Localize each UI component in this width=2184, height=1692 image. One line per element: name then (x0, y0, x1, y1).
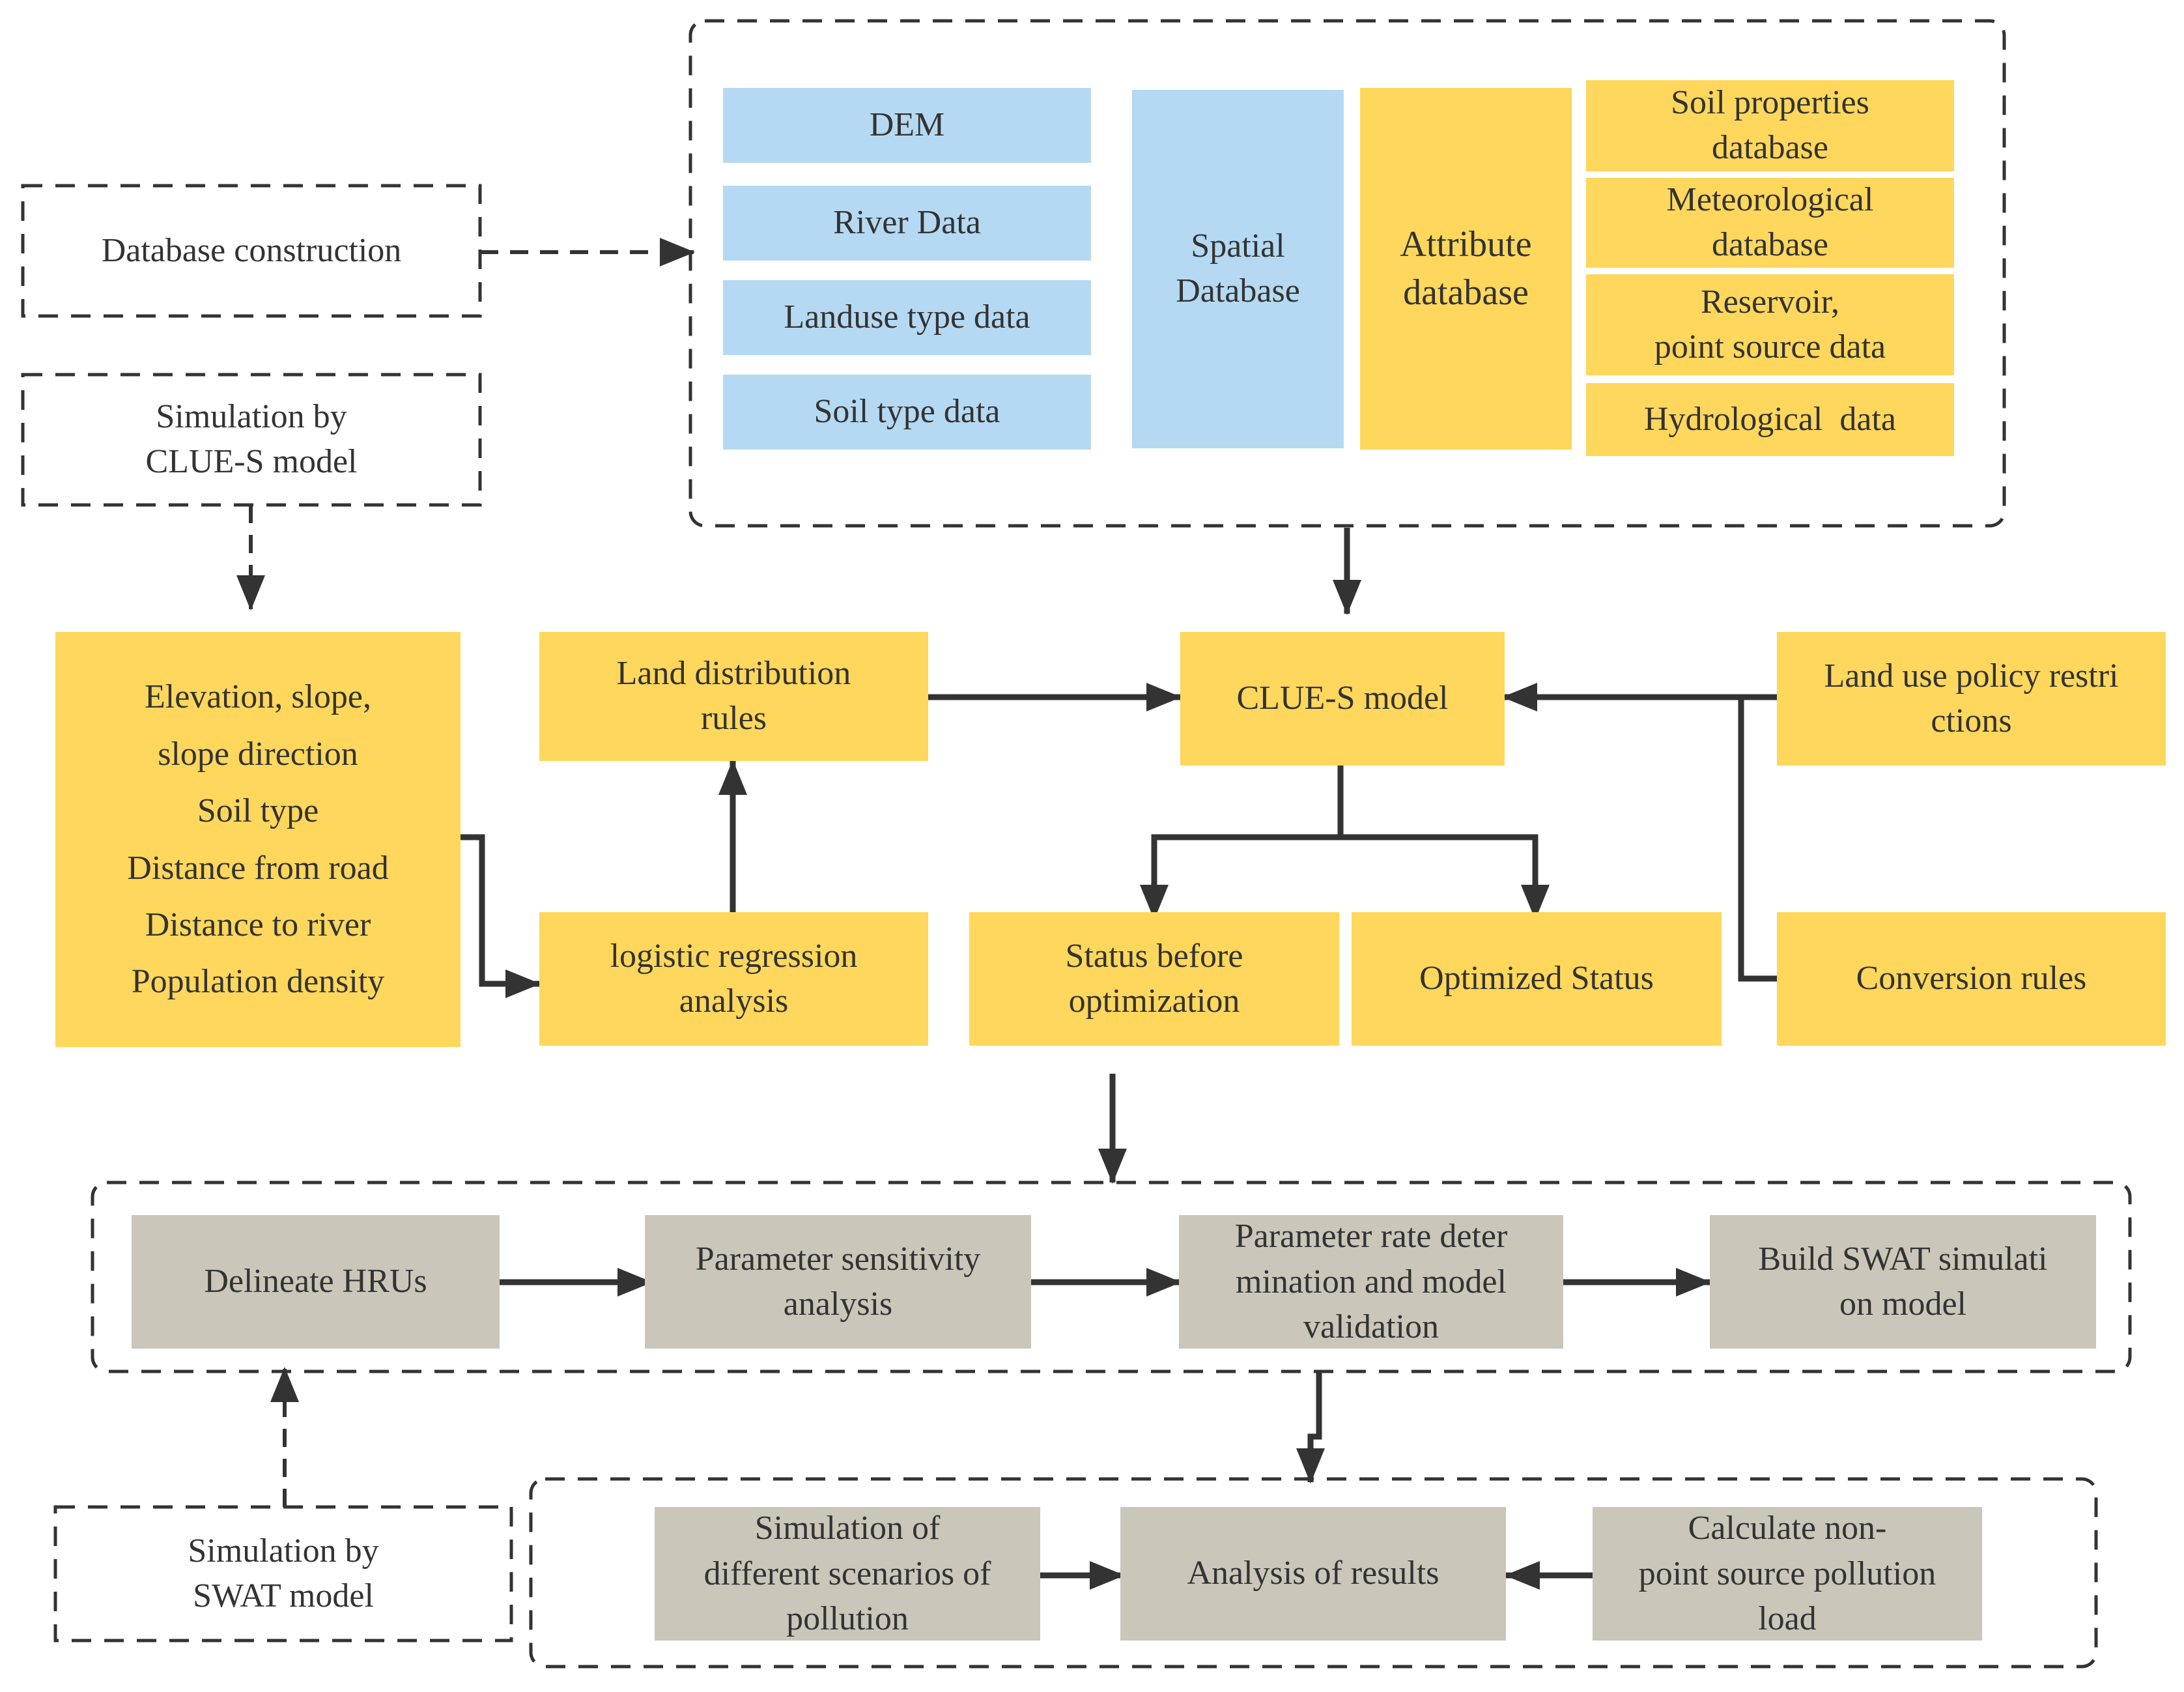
build-swat-line-1: Build SWAT simulati (1758, 1240, 2048, 1278)
dem-label: DEM (869, 106, 945, 144)
arrow-driving-factors-to-logistic (461, 834, 541, 998)
land-distribution-rules-box: Land distribution rules (539, 632, 928, 761)
simulation-scenarios-line-2: different scenarios of (703, 1555, 991, 1592)
clue-s-model-box: CLUE-S model (1180, 632, 1505, 766)
spatial-database-line-2: Database (1176, 272, 1300, 309)
database-group-frame (688, 19, 2006, 528)
analysis-of-results-box: Analysis of results (1120, 1507, 1506, 1641)
soil-properties-line-2: database (1711, 129, 1828, 166)
simulation-clue-line-1: Simulation by (156, 398, 347, 436)
simulation-swat-line-1: Simulation by (188, 1532, 379, 1570)
soil-properties-line-1: Soil properties (1671, 84, 1869, 122)
status-before-optimization-box: Status before optimization (969, 912, 1339, 1046)
calculate-load-box: Calculate non- point source pollution lo… (1593, 1507, 1982, 1641)
meteorological-line-1: Meteorological (1666, 181, 1874, 219)
landuse-type-data-label: Landuse type data (784, 298, 1030, 336)
optimized-status-label: Optimized Status (1419, 960, 1654, 997)
spatial-database-line-1: Spatial (1191, 227, 1285, 265)
soil-type-data-label: Soil type data (814, 393, 1000, 431)
line-conversion-rules-to-clue-s (1738, 697, 1777, 982)
simulation-swat-line-2: SWAT model (193, 1577, 374, 1614)
river-data-label: River Data (833, 204, 981, 242)
attribute-database-line-1: Attribute (1400, 223, 1532, 265)
calculate-load-line-3: load (1758, 1600, 1817, 1638)
soil-properties-database-box: Soil properties database (1586, 80, 1954, 171)
conversion-rules-label: Conversion rules (1856, 960, 2087, 997)
land-use-policy-box: Land use policy restri ctions (1777, 632, 2166, 766)
simulation-clue-line-2: CLUE-S model (145, 443, 358, 480)
database-construction-line-1: Database construction (101, 231, 402, 269)
calculate-load-line-2: point source pollution (1638, 1555, 1936, 1592)
driving-factors-box: Elevation, slope, slope direction Soil t… (55, 632, 461, 1047)
parameter-sensitivity-box: Parameter sensitivity analysis (645, 1215, 1031, 1349)
logistic-regression-line-2: analysis (679, 982, 789, 1020)
logistic-regression-line-1: logistic regression (610, 937, 858, 975)
parameter-rate-line-3: validation (1303, 1308, 1439, 1346)
parameter-rate-box: Parameter rate deter mination and model … (1179, 1215, 1563, 1349)
driving-factor-distance-road: Distance from road (127, 849, 389, 887)
delineate-hrus-box: Delineate HRUs (132, 1215, 500, 1349)
meteorological-database-box: Meteorological database (1586, 178, 1954, 268)
logistic-regression-box: logistic regression analysis (539, 912, 928, 1046)
arrow-swat-group-to-results-group (1296, 1371, 1325, 1484)
arrow-clue-s-to-status-before (1140, 766, 1344, 920)
build-swat-line-2: on model (1839, 1285, 1966, 1323)
river-data-box: River Data (723, 186, 1091, 261)
analysis-of-results-label: Analysis of results (1187, 1555, 1439, 1592)
clue-s-model-label: CLUE-S model (1236, 680, 1449, 717)
simulation-scenarios-line-3: pollution (786, 1600, 909, 1638)
driving-factor-elevation-slope: Elevation, slope, (144, 678, 372, 716)
driving-factor-population-density: Population density (131, 963, 385, 1001)
optimized-status-box: Optimized Status (1352, 912, 1722, 1046)
status-before-line-1: Status before (1065, 937, 1243, 975)
land-use-policy-line-2: ctions (1931, 702, 2012, 739)
parameter-rate-line-2: mination and model (1236, 1263, 1507, 1300)
parameter-rate-line-1: Parameter rate deter (1234, 1218, 1508, 1255)
delineate-hrus-label: Delineate HRUs (204, 1263, 427, 1300)
calculate-load-line-1: Calculate non- (1688, 1510, 1887, 1547)
reservoir-point-source-box: Reservoir, point source data (1586, 274, 1954, 375)
driving-factor-soil-type: Soil type (197, 792, 319, 830)
hydrological-data-box: Hydrological data (1586, 383, 1954, 456)
hydrological-data-label: Hydrological data (1644, 400, 1896, 438)
attribute-database-box: Attribute database (1360, 88, 1572, 450)
driving-factor-slope-direction: slope direction (158, 735, 358, 773)
driving-factor-distance-river: Distance to river (145, 906, 371, 943)
meteorological-line-2: database (1711, 226, 1828, 263)
soil-type-data-box: Soil type data (723, 375, 1091, 450)
landuse-type-data-box: Landuse type data (723, 280, 1091, 355)
land-use-policy-line-1: Land use policy restri (1824, 657, 2119, 695)
attribute-database-line-2: database (1403, 272, 1529, 313)
spatial-database-box: Spatial Database (1132, 90, 1344, 448)
database-construction-box: Database construction (23, 186, 480, 316)
land-distribution-line-1: Land distribution (616, 655, 851, 693)
parameter-sensitivity-line-2: analysis (783, 1285, 893, 1323)
simulation-swat-box: Simulation by SWAT model (55, 1507, 511, 1641)
dem-box: DEM (723, 88, 1091, 163)
parameter-sensitivity-line-1: Parameter sensitivity (695, 1240, 981, 1278)
conversion-rules-box: Conversion rules (1777, 912, 2166, 1046)
land-distribution-line-2: rules (700, 700, 767, 737)
arrow-clue-s-to-optimized-status (1340, 834, 1550, 920)
reservoir-line-1: Reservoir, (1700, 283, 1840, 321)
simulation-scenarios-line-1: Simulation of (754, 1510, 941, 1547)
build-swat-model-box: Build SWAT simulati on model (1710, 1215, 2096, 1349)
status-before-line-2: optimization (1068, 982, 1240, 1020)
reservoir-line-2: point source data (1654, 328, 1886, 366)
simulation-clue-box: Simulation by CLUE-S model (23, 375, 480, 505)
simulation-scenarios-box: Simulation of different scenarios of pol… (655, 1507, 1040, 1641)
